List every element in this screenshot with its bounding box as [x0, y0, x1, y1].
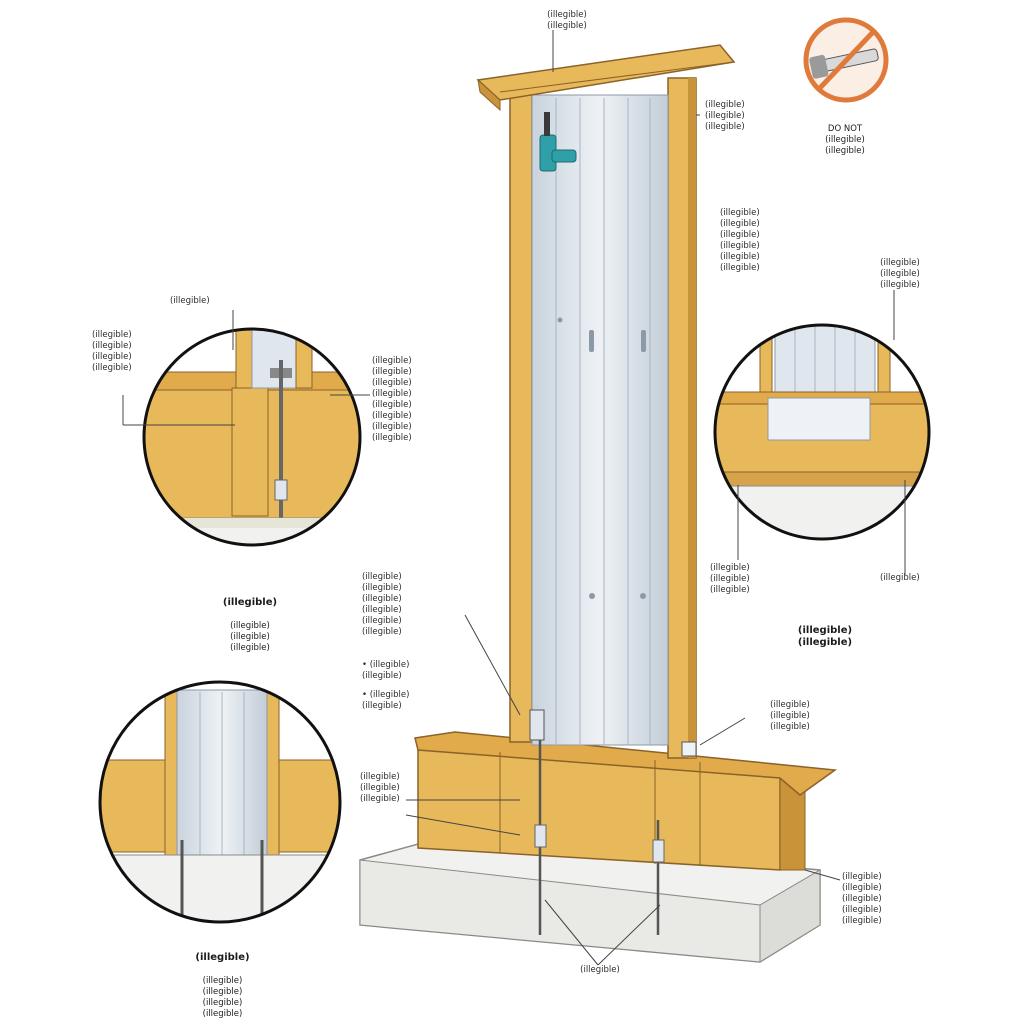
- base-callout-4: (illegible): [580, 965, 620, 975]
- right-callout-5: (illegible): [880, 573, 920, 583]
- drill-icon: [539, 112, 577, 172]
- detail-2-title: (illegible) (illegible): [797, 625, 853, 648]
- base-callout-2: (illegible) (illegible) (illegible): [360, 772, 400, 804]
- center-bullet-1: • (illegible) (illegible): [362, 660, 410, 681]
- right-callout-2: (illegible) (illegible) (illegible) (ill…: [720, 208, 760, 273]
- detail-circle-blocking: [142, 327, 362, 547]
- detail-3-caption: (illegible) (illegible) (illegible) (ill…: [100, 940, 345, 1032]
- center-callout: (illegible) (illegible) (illegible) (ill…: [362, 572, 402, 637]
- top-callout: (illegible) (illegible): [547, 10, 587, 31]
- steel-shear-panel: [531, 94, 669, 746]
- left-callout-1: (illegible) (illegible) (illegible) (ill…: [92, 330, 132, 373]
- detail-circle-alternate-install: [98, 680, 342, 924]
- right-callout-4: (illegible) (illegible) (illegible): [710, 563, 750, 595]
- detail-1-sub: (illegible) (illegible) (illegible): [230, 621, 270, 653]
- no-cut-icon: [803, 17, 889, 103]
- no-cut-caption: DO NOT (illegible) (illegible): [790, 112, 900, 169]
- subfloor-platform: [414, 731, 838, 796]
- detail-1-caption: (illegible) (illegible) (illegible) (ill…: [140, 585, 360, 666]
- main-wall-assembly: [359, 44, 838, 963]
- base-callout-1: (illegible) (illegible) (illegible): [770, 700, 810, 732]
- no-cut-label: DO NOT (illegible) (illegible): [825, 124, 865, 156]
- detail-2-caption: (illegible) (illegible): [740, 613, 910, 661]
- left-callout-2: (illegible) (illegible) (illegible) (ill…: [372, 356, 412, 443]
- base-callout-3: (illegible) (illegible) (illegible) (ill…: [842, 872, 882, 926]
- right-callout-1: (illegible) (illegible) (illegible): [705, 100, 745, 132]
- left-top-callout: (illegible): [170, 296, 210, 306]
- left-post: [509, 91, 533, 743]
- detail-3-sub: (illegible) (illegible) (illegible) (ill…: [202, 976, 243, 1019]
- center-bullet-2: • (illegible) (illegible): [362, 690, 410, 711]
- right-callout-3: (illegible) (illegible) (illegible): [880, 258, 920, 290]
- detail-3-title: (illegible): [195, 952, 250, 963]
- detail-1-title: (illegible): [222, 597, 278, 608]
- leader-lines: [122, 30, 906, 966]
